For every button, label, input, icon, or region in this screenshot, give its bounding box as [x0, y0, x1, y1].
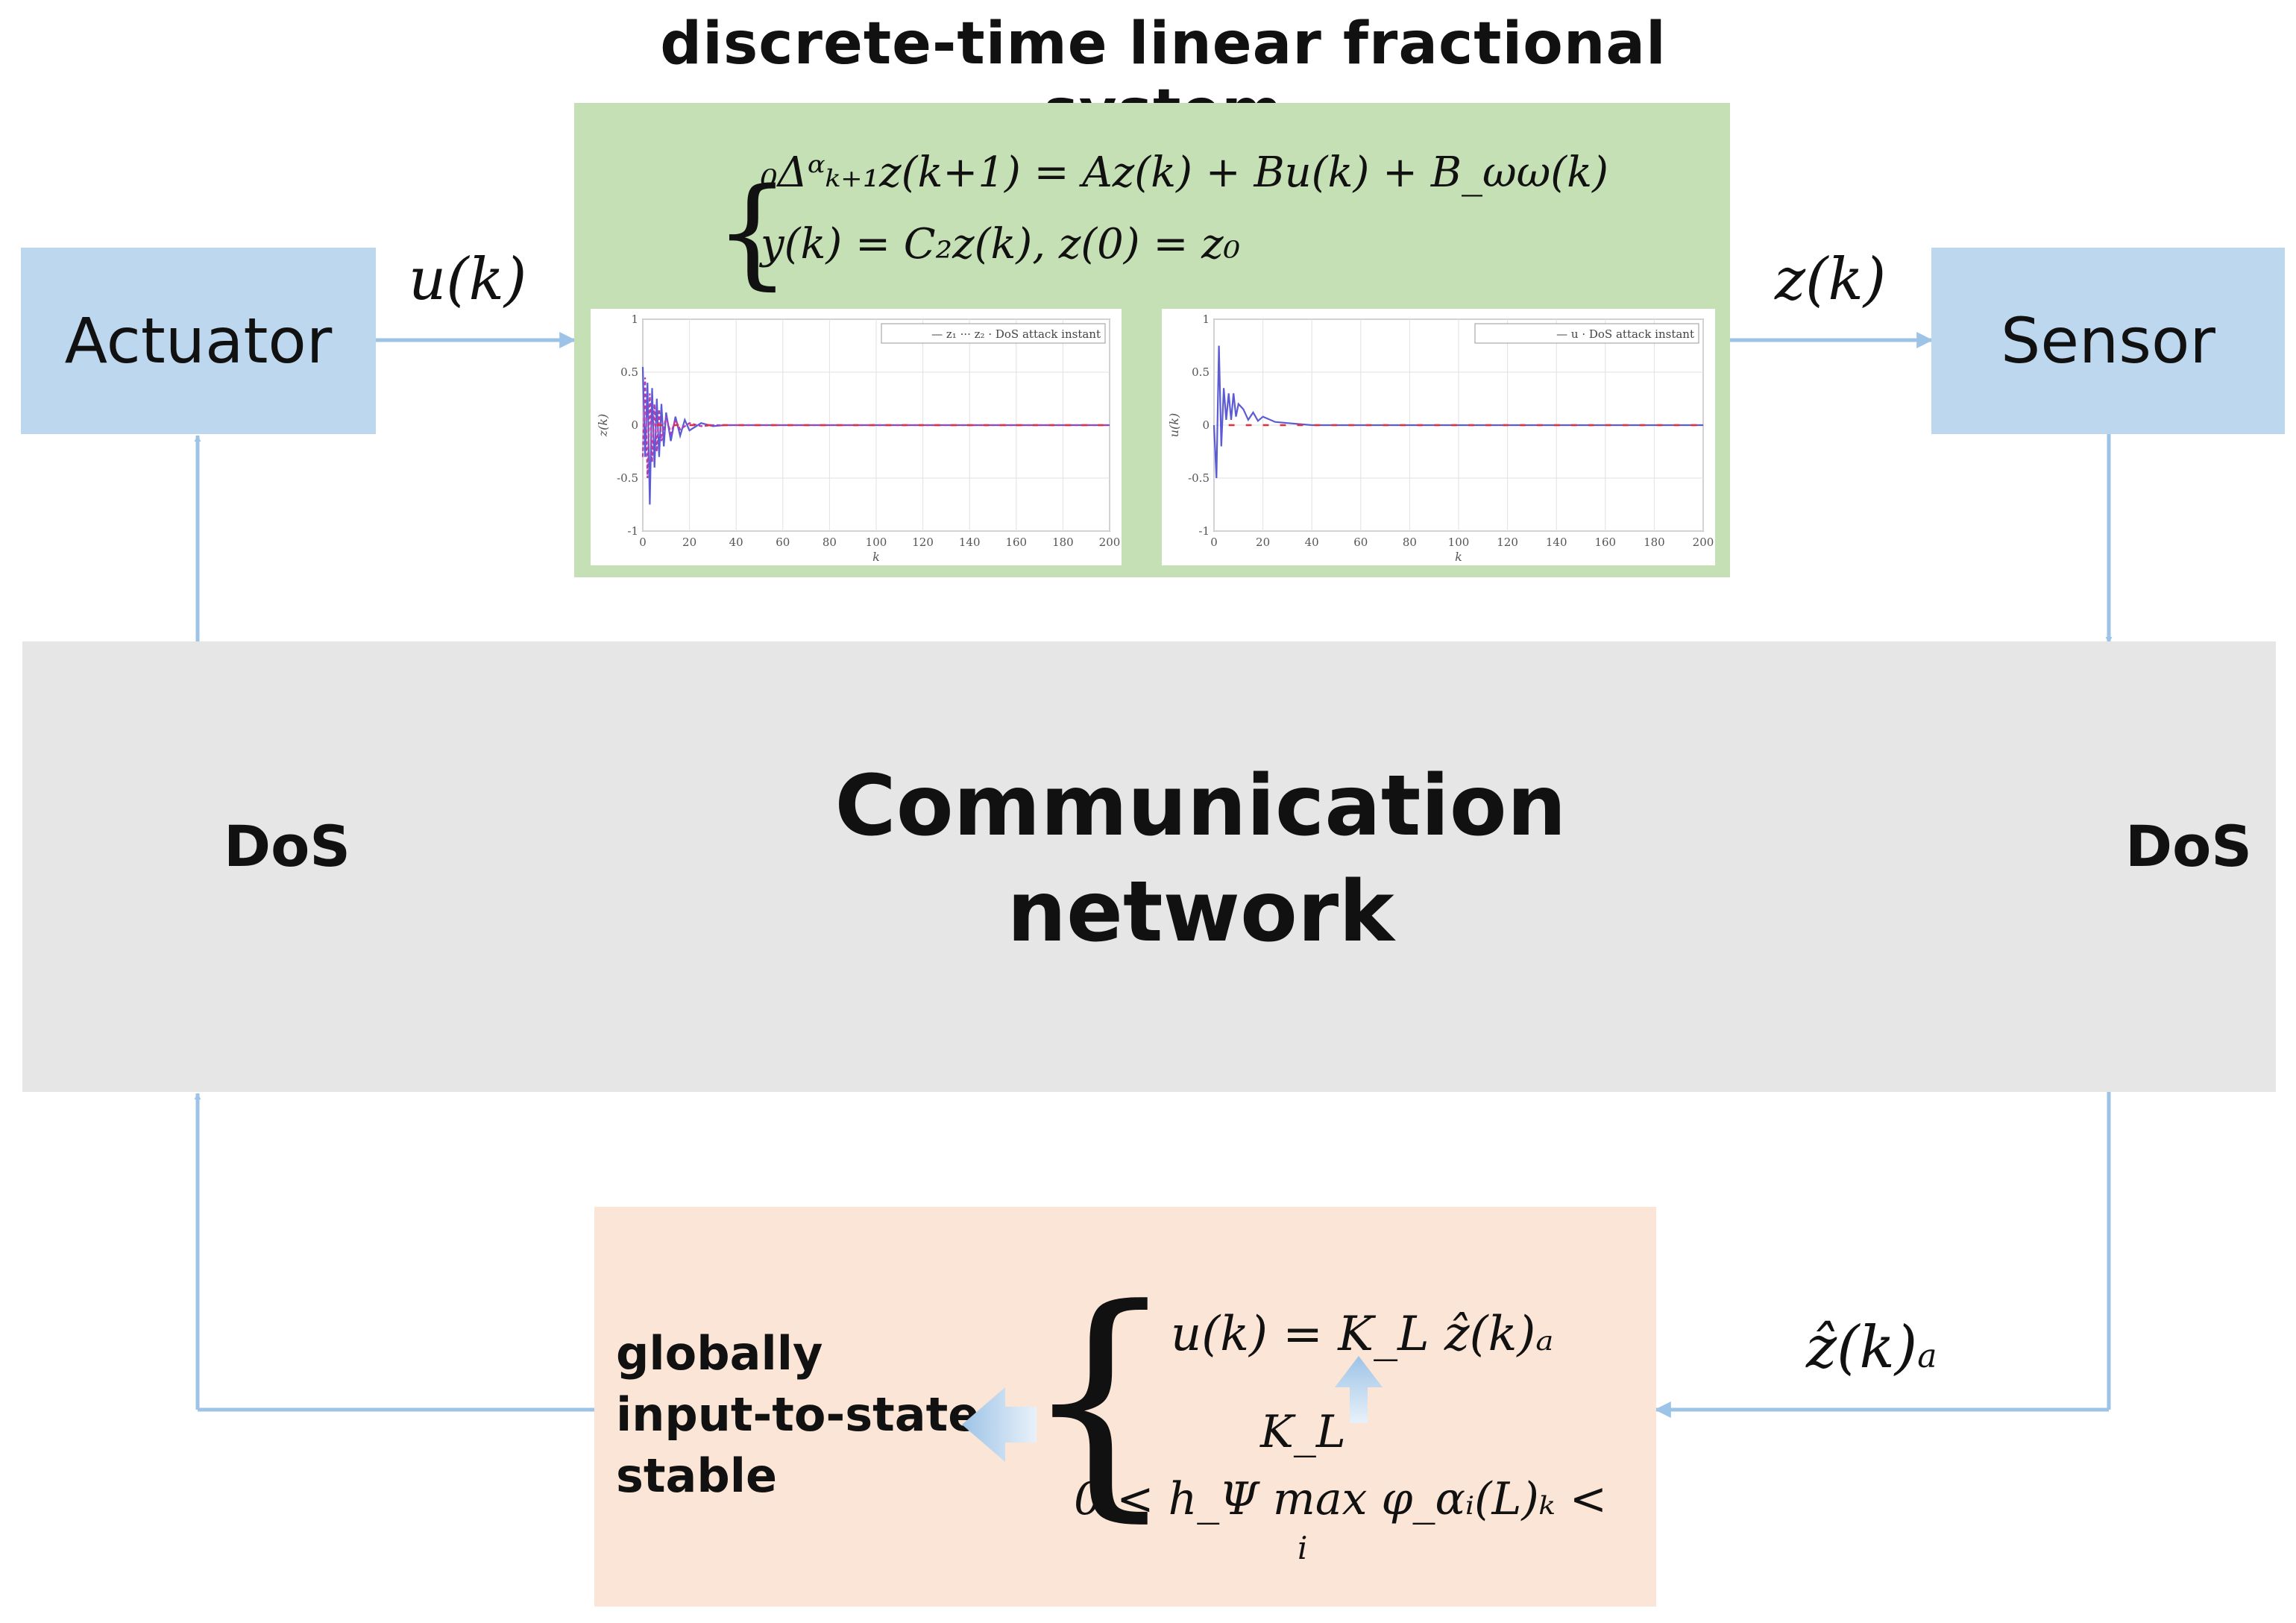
legend-text: — u · DoS attack instant: [1556, 327, 1694, 341]
y-tick-label: 1: [631, 313, 638, 326]
stability-result-line1: globally: [616, 1326, 823, 1381]
legend-box: [1474, 323, 1699, 344]
controller-brace: {: [1022, 1268, 1178, 1542]
y-tick-label: -1: [627, 524, 638, 538]
state-response-chart: 0 20 40 60 80 100 120 140 160 180 200 -1 -0.5 0 0.5 1 k z…: [596, 313, 1121, 564]
dos-label-left: DoS: [224, 813, 351, 879]
y-tick-label: 1: [1202, 313, 1210, 326]
x-tick-label: 100: [866, 536, 887, 549]
result-arrow-icon: [962, 1387, 1037, 1462]
controller-equations: { u(k) = K_L ẑ(k)ₐ K_L 0 < h_Ψ max φ_αᵢ(…: [962, 1268, 1618, 1566]
x-tick-label: 160: [1594, 536, 1616, 549]
input-signal-label: u(k): [409, 246, 527, 313]
x-tick-label: 60: [1353, 536, 1368, 549]
y-tick-label: -0.5: [1188, 471, 1210, 485]
gain-up-arrow-icon: [1335, 1356, 1383, 1423]
x-tick-label: 160: [1005, 536, 1027, 549]
x-axis-label: k: [1455, 550, 1462, 564]
series-line-2: [641, 377, 1110, 479]
x-tick-label: 0: [639, 536, 647, 549]
stability-result-line3: stable: [616, 1448, 778, 1503]
y-tick-label: 0.5: [620, 365, 638, 379]
estimate-signal-sub: a: [1917, 1337, 1937, 1375]
y-tick-label: -0.5: [617, 471, 638, 485]
controller-block: [594, 1207, 1656, 1607]
x-tick-label: 40: [729, 536, 743, 549]
x-axis-label: k: [872, 550, 880, 564]
network-label-line1: Communication: [834, 758, 1567, 855]
x-tick-label: 80: [1403, 536, 1417, 549]
control-input-chart: 0 20 40 60 80 100 120 140 160 180 200 -1 -0.5 0 0.5 1 k u…: [1167, 313, 1714, 564]
x-tick-label: 140: [959, 536, 981, 549]
x-tick-label: 200: [1099, 536, 1121, 549]
system-equation-line2: y(k) = C₂z(k), z(0) = z₀: [758, 220, 1240, 269]
legend-text: — z₁ ··· z₂ · DoS attack instant: [931, 327, 1101, 341]
gain-label: K_L: [1259, 1406, 1346, 1458]
control-input-plot: 0 20 40 60 80 100 120 140 160 180 200 -1 -0.5 0 0.5 1 k u…: [1162, 309, 1715, 565]
system-equation-line1: ₀Δᵅₖ₊₁z(k+1) = Az(k) + Bu(k) + B_ωω(k): [760, 148, 1608, 197]
state-response-plot: 0 20 40 60 80 100 120 140 160 180 200 -1 -0.5 0 0.5 1 k z…: [591, 309, 1122, 565]
condition-subscript: i: [1298, 1530, 1307, 1566]
y-tick-label: -1: [1198, 524, 1210, 538]
x-tick-label: 180: [1644, 536, 1665, 549]
sensor-block: Sensor: [1931, 248, 2285, 434]
x-tick-label: 180: [1052, 536, 1074, 549]
x-tick-label: 60: [776, 536, 790, 549]
stability-result: globally input-to-state stable: [616, 1323, 979, 1507]
x-tick-label: 20: [1256, 536, 1270, 549]
actuator-block: Actuator: [21, 248, 376, 434]
network-label-line2: network: [1007, 864, 1394, 961]
stability-condition: 0 < h_Ψ max φ_αᵢ(L)ₖ < 1: [1074, 1473, 1618, 1525]
estimate-signal-main: ẑ(k): [1806, 1314, 1918, 1381]
series-line-1: [1213, 345, 1703, 479]
estimate-signal-label: ẑ(k)a: [1806, 1314, 1937, 1381]
y-tick-label: 0.5: [1192, 365, 1210, 379]
x-tick-label: 40: [1305, 536, 1319, 549]
stability-result-line2: input-to-state: [616, 1387, 980, 1442]
network-label: Communication network: [746, 753, 1655, 965]
system-brace: {: [714, 162, 790, 301]
x-tick-label: 120: [912, 536, 934, 549]
y-axis-label: z(k): [596, 414, 610, 438]
system-block: { ₀Δᵅₖ₊₁z(k+1) = Az(k) + Bu(k) + B_ωω(k)…: [574, 103, 1730, 577]
x-tick-label: 100: [1448, 536, 1470, 549]
y-tick-label: 0: [1202, 418, 1210, 432]
x-tick-label: 80: [823, 536, 837, 549]
output-signal-label: z(k): [1775, 246, 1887, 313]
x-tick-label: 120: [1497, 536, 1518, 549]
x-tick-label: 140: [1546, 536, 1567, 549]
control-law: u(k) = K_L ẑ(k)ₐ: [1171, 1307, 1553, 1362]
x-tick-label: 20: [682, 536, 696, 549]
legend-box: [881, 323, 1106, 344]
system-equations: { ₀Δᵅₖ₊₁z(k+1) = Az(k) + Bu(k) + B_ωω(k)…: [714, 148, 1608, 301]
x-tick-label: 200: [1693, 536, 1714, 549]
dos-label-right: DoS: [2125, 813, 2253, 879]
communication-network: [22, 641, 2276, 1092]
x-tick-label: 0: [1210, 536, 1218, 549]
y-axis-label: u(k): [1167, 413, 1181, 437]
y-tick-label: 0: [631, 418, 638, 432]
